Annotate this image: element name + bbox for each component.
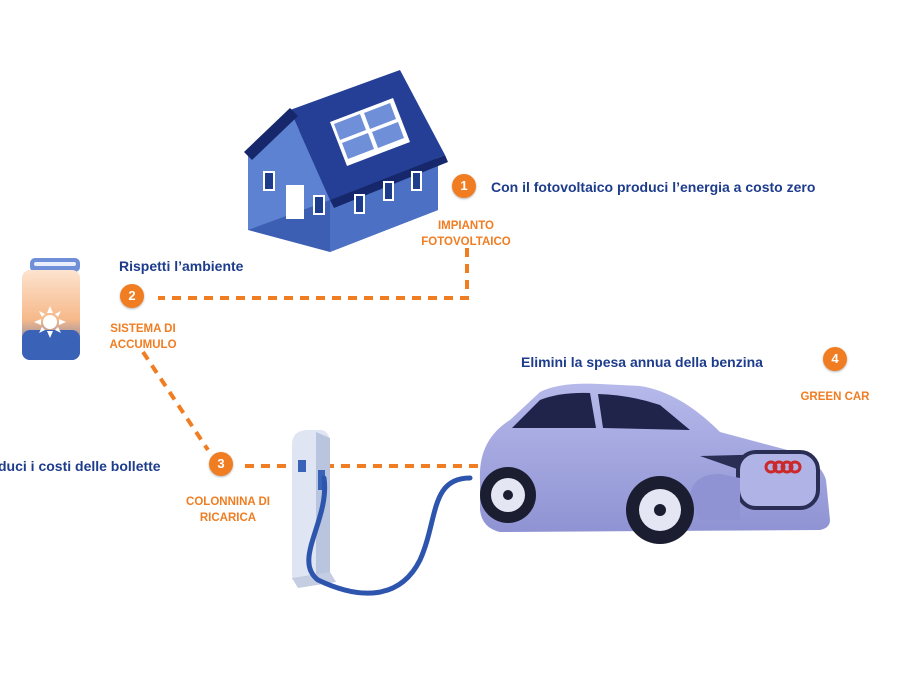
rear-wheel xyxy=(480,467,536,523)
step-badge-1: 1 xyxy=(452,174,476,198)
step-tag-2: SISTEMA DI ACCUMULO xyxy=(93,321,193,353)
connector-house-to-battery xyxy=(158,248,469,300)
step-tag-3-line2: RICARICA xyxy=(199,512,257,524)
battery-storage-icon xyxy=(22,258,80,360)
step-tag-3-line1: COLONNINA DI xyxy=(186,496,270,508)
step-tag-4: GREEN CAR xyxy=(800,391,870,403)
connector-lines xyxy=(141,248,478,468)
step-tag-1: IMPIANTO FOTOVOLTAICO xyxy=(416,218,516,250)
step-headline-3: duci i costi delle bollette xyxy=(0,458,161,474)
step-tag-1-line1: IMPIANTO xyxy=(437,220,494,232)
step-badge-3: 3 xyxy=(209,452,233,476)
step-headline-4: Elimini la spesa annua della benzina xyxy=(521,354,763,370)
charging-cable xyxy=(306,475,473,596)
step-tag-3: COLONNINA DI RICARICA xyxy=(170,494,286,526)
step-headline-1: Con il fotovoltaico produci l’energia a … xyxy=(491,179,816,195)
electric-car-icon xyxy=(479,383,830,544)
step-headline-2: Rispetti l’ambiente xyxy=(119,258,244,274)
sun-icon xyxy=(34,306,66,338)
front-wheel xyxy=(626,476,694,544)
charging-station-icon xyxy=(292,430,473,596)
step-badge-2: 2 xyxy=(120,284,144,308)
step-tag-2-line2: ACCUMULO xyxy=(109,339,177,351)
step-tag-1-line2: FOTOVOLTAICO xyxy=(421,236,511,248)
solar-house-icon xyxy=(244,70,448,252)
step-tag-2-line1: SISTEMA DI xyxy=(110,323,176,335)
step-badge-4: 4 xyxy=(823,347,847,371)
connector-battery-to-station xyxy=(141,350,210,452)
